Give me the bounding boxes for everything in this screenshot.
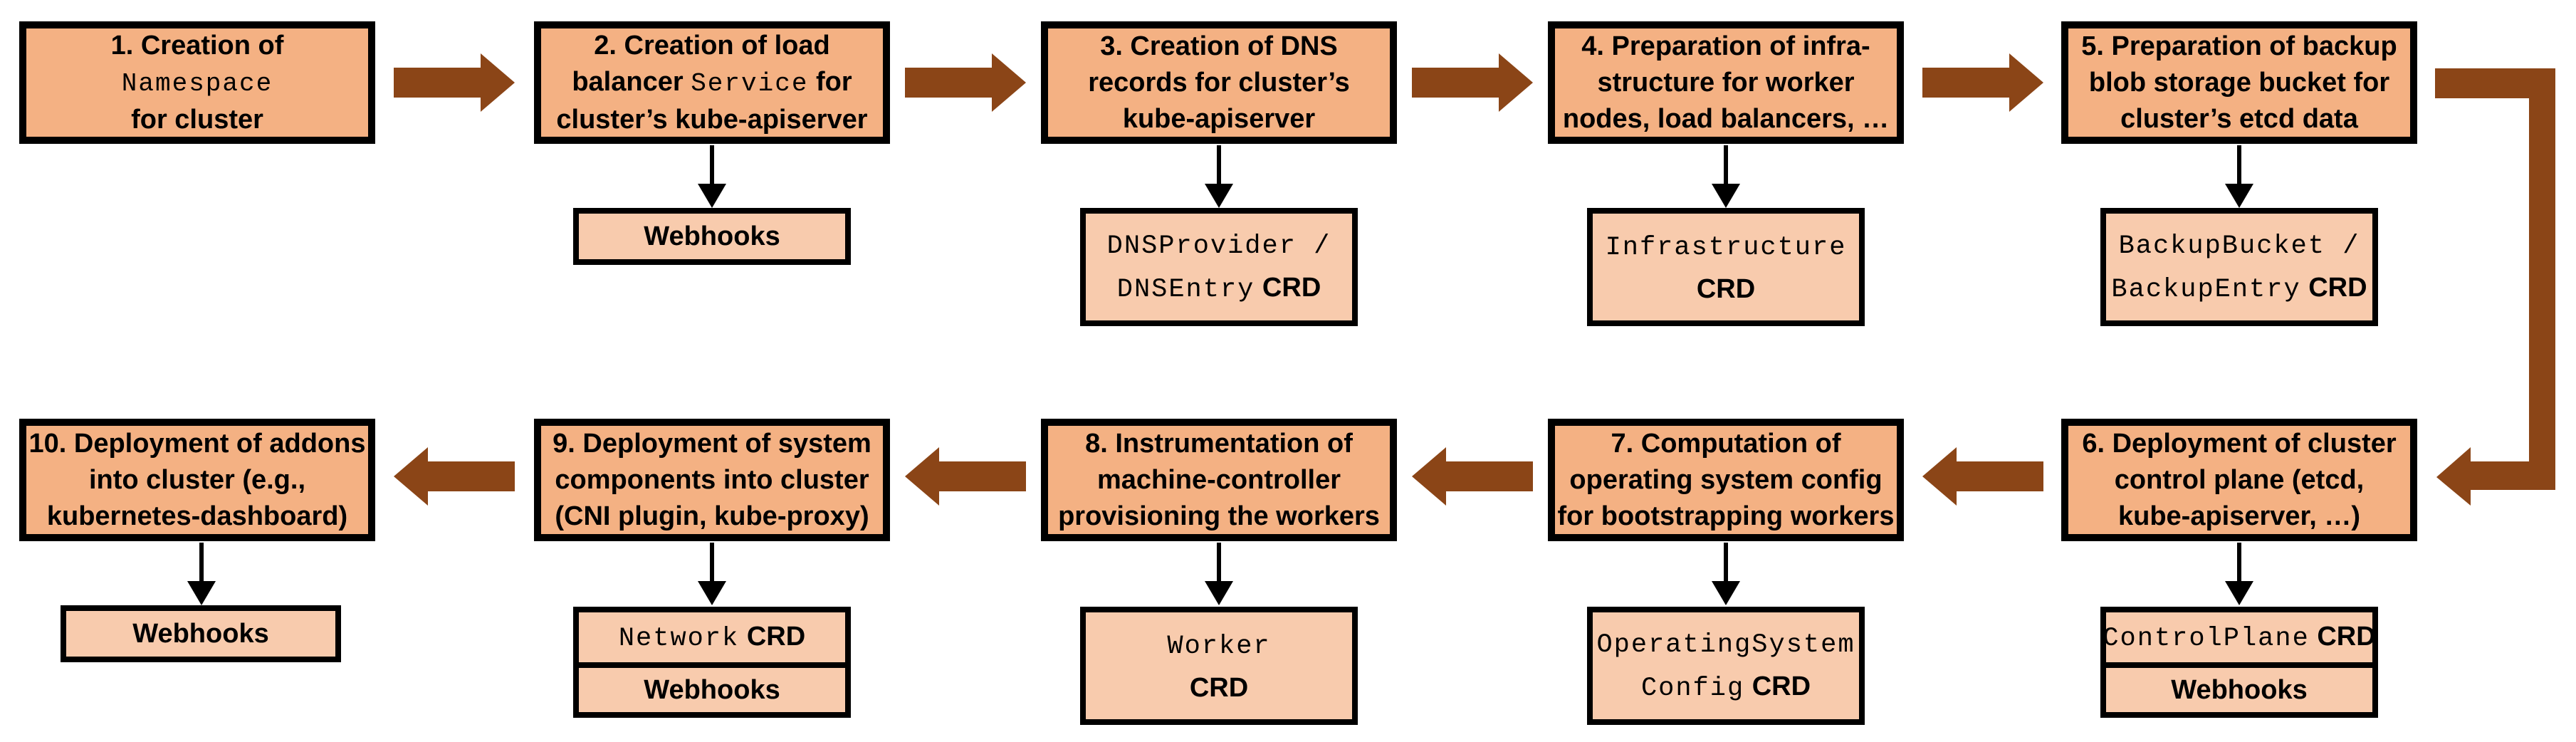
flow-arrow-step5-6-elbow (2435, 68, 2555, 506)
flow-arrow-step7-8 (1412, 447, 1533, 506)
text-line: control plane (etcd, (2114, 464, 2365, 495)
text-line: Webhooks (132, 619, 269, 649)
step-9-box: 9. Deployment of system components into c… (534, 419, 890, 541)
step-4-box: 4. Preparation of infra-structure for wo… (1548, 21, 1904, 144)
text-line: Webhooks (2171, 675, 2308, 705)
step-6-webhooks-cell: Webhooks (2106, 662, 2372, 712)
text-line: Config CRD (1640, 672, 1811, 704)
text-line: Worker (1167, 631, 1271, 662)
step-3-dns-crd-box: DNSProvider / DNSEntry CRD (1080, 208, 1358, 326)
text-line: 8. Instrumentation of (1085, 428, 1353, 459)
text-line: kube-apiserver, …) (2117, 501, 2361, 531)
text-line: records for cluster’s (1088, 67, 1350, 98)
text-line: Webhooks (644, 675, 780, 705)
text-line: balancer Service for (572, 66, 852, 98)
text-line: DNSEntry CRD (1116, 273, 1321, 305)
flow-arrow-step2-3 (905, 53, 1026, 112)
flow-arrow-step9-10 (394, 447, 515, 506)
step-5-backup-crd-box: BackupBucket / BackupEntry CRD (2100, 208, 2378, 326)
step-5-box: 5. Preparation of backup blob storage buc… (2061, 21, 2417, 144)
step-10-webhooks-box: Webhooks (61, 605, 341, 662)
text-line: Namespace (121, 68, 273, 98)
text-line: 3. Creation of DNS (1100, 31, 1338, 61)
step-7-box: 7. Computation of operating system config… (1548, 419, 1904, 541)
text-line: OperatingSystem (1596, 630, 1855, 660)
text-line: DNSProvider / (1106, 231, 1331, 261)
text-line: ControlPlane CRD (2103, 621, 2376, 654)
connector-step6-crd (2225, 543, 2253, 605)
text-line: (CNI plugin, kube-proxy) (555, 501, 869, 531)
text-line: cluster’s kube-apiserver (556, 104, 868, 135)
text-line: components into cluster (555, 464, 869, 495)
text-line: for bootstrapping workers (1557, 501, 1895, 531)
text-line: 9. Deployment of system (553, 428, 871, 459)
text-line: CRD (1189, 672, 1249, 703)
connector-step4-crd (1712, 145, 1740, 208)
text-line: Network CRD (618, 621, 806, 654)
text-line: cluster’s etcd data (2120, 103, 2358, 134)
step-10-box: 10. Deployment of addons into cluster (e.… (19, 419, 375, 541)
step-1-box: 1. Creation of Namespace for cluster (19, 21, 375, 144)
step-2-webhooks-box: Webhooks (573, 208, 851, 265)
text-line: 2. Creation of load (594, 30, 830, 61)
text-line: 5. Preparation of backup (2081, 31, 2397, 61)
connector-step8-crd (1205, 543, 1233, 605)
text-line: structure for worker (1597, 67, 1855, 98)
flow-arrow-step8-9 (905, 447, 1026, 506)
text-line: for cluster (131, 104, 263, 135)
text-line: 4. Preparation of infra- (1581, 31, 1870, 61)
step-9-network-stack: Network CRD Webhooks (573, 607, 851, 718)
text-line: 6. Deployment of cluster (2082, 428, 2397, 459)
text-line: machine-controller (1096, 464, 1341, 495)
text-line: Infrastructure (1605, 232, 1847, 263)
connector-step3-crd (1205, 145, 1233, 208)
flow-arrow-step4-5 (1922, 53, 2043, 112)
step-8-box: 8. Instrumentation of machine-controller p… (1041, 419, 1397, 541)
text-line: operating system config (1569, 464, 1883, 495)
text-line: Webhooks (644, 221, 780, 251)
text-line: kubernetes-dashboard) (46, 501, 348, 531)
flow-arrow-step1-2 (394, 53, 515, 112)
step-6-controlplane-stack: ControlPlane CRD Webhooks (2100, 607, 2378, 718)
step-9-webhooks-cell: Webhooks (579, 662, 845, 712)
step-3-box: 3. Creation of DNS records for cluster’s k… (1041, 21, 1397, 144)
connector-step2-webhooks (698, 145, 726, 208)
text-line: provisioning the workers (1058, 501, 1380, 531)
text-line: into cluster (e.g., (88, 464, 306, 495)
connector-step5-crd (2225, 145, 2253, 208)
text-line: BackupBucket / (2118, 231, 2360, 261)
connector-step7-crd (1712, 543, 1740, 605)
step-6-controlplane-crd-cell: ControlPlane CRD (2103, 612, 2376, 662)
step-9-network-crd-cell: Network CRD (579, 612, 845, 662)
text-line: 10. Deployment of addons (28, 428, 366, 459)
connector-step10-webhooks (187, 543, 216, 605)
text-line: BackupEntry CRD (2111, 273, 2367, 305)
step-6-box: 6. Deployment of cluster control plane (e… (2061, 419, 2417, 541)
text-line: blob storage bucket for (2088, 67, 2390, 98)
step-2-box: 2. Creation of load balancer Service for c… (534, 21, 890, 144)
text-line: kube-apiserver (1122, 103, 1316, 134)
text-line: 7. Computation of (1611, 428, 1841, 459)
connector-step9-crd (698, 543, 726, 605)
text-line: nodes, load balancers, … (1562, 103, 1890, 134)
flow-arrow-step3-4 (1412, 53, 1533, 112)
text-line: 1. Creation of (110, 30, 284, 61)
flow-arrow-step6-7 (1922, 447, 2043, 506)
text-line: CRD (1696, 273, 1756, 304)
